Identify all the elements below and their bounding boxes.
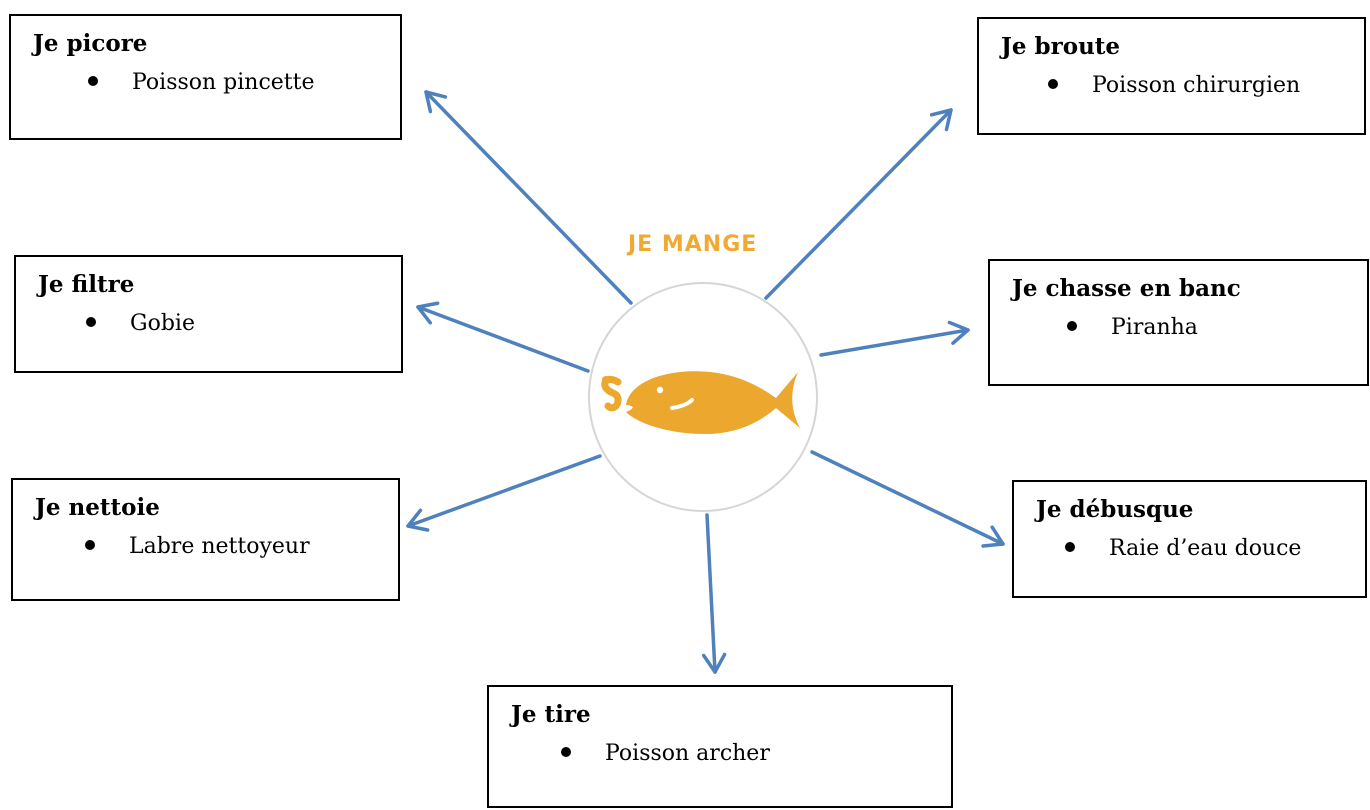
bullet-icon — [88, 76, 98, 86]
category-title: Je tire — [511, 701, 591, 728]
category-box-debusque: Je débusque Raie d’eau douce — [1012, 480, 1367, 598]
arrowhead-icon — [424, 90, 448, 114]
category-item: Piranha — [1067, 315, 1198, 340]
fish-eye — [656, 386, 664, 394]
arrow-to-nettoie — [406, 454, 602, 532]
category-item: Poisson chirurgien — [1048, 73, 1300, 98]
arrow-to-debusque — [810, 450, 1005, 548]
arrow-to-broute — [764, 108, 953, 300]
bullet-icon — [561, 747, 571, 757]
bullet-icon — [1048, 79, 1058, 89]
arrow-to-picore — [424, 90, 633, 305]
category-title: Je broute — [1001, 33, 1121, 60]
category-box-nettoie: Je nettoie Labre nettoyeur — [11, 478, 400, 601]
worm-eye — [602, 376, 610, 384]
bullet-icon — [1067, 321, 1077, 331]
fish-body — [626, 371, 800, 434]
category-box-chasse: Je chasse en banc Piranha — [988, 259, 1369, 386]
arrowhead-icon — [406, 508, 430, 532]
arrow-to-chasse — [819, 320, 970, 357]
category-item: Poisson archer — [561, 741, 770, 766]
category-title: Je nettoie — [35, 494, 160, 521]
arrowhead-icon — [416, 301, 440, 325]
category-title: Je débusque — [1036, 496, 1194, 523]
category-item: Poisson pincette — [88, 70, 315, 95]
category-box-tire: Je tire Poisson archer — [487, 685, 953, 808]
category-title: Je chasse en banc — [1012, 275, 1241, 302]
arrowhead-icon — [701, 652, 727, 674]
bullet-icon — [86, 317, 96, 327]
category-item: Labre nettoyeur — [85, 534, 310, 559]
category-box-picore: Je picore Poisson pincette — [9, 14, 402, 140]
center-title: JE MANGE — [628, 232, 758, 257]
fish-icon — [601, 371, 800, 434]
bullet-icon — [85, 540, 95, 550]
arrow-to-filtre — [416, 301, 590, 373]
bullet-icon — [1065, 542, 1075, 552]
category-title: Je filtre — [38, 271, 135, 298]
category-box-broute: Je broute Poisson chirurgien — [977, 17, 1366, 135]
category-item: Raie d’eau douce — [1065, 536, 1301, 561]
category-title: Je picore — [33, 30, 148, 57]
category-box-filtre: Je filtre Gobie — [14, 255, 403, 373]
arrowhead-icon — [929, 108, 953, 132]
category-item: Gobie — [86, 311, 195, 336]
fish-smile — [670, 398, 694, 410]
arrowhead-icon — [947, 320, 970, 345]
arrowhead-icon — [981, 525, 1005, 548]
arrow-to-tire — [701, 513, 727, 674]
